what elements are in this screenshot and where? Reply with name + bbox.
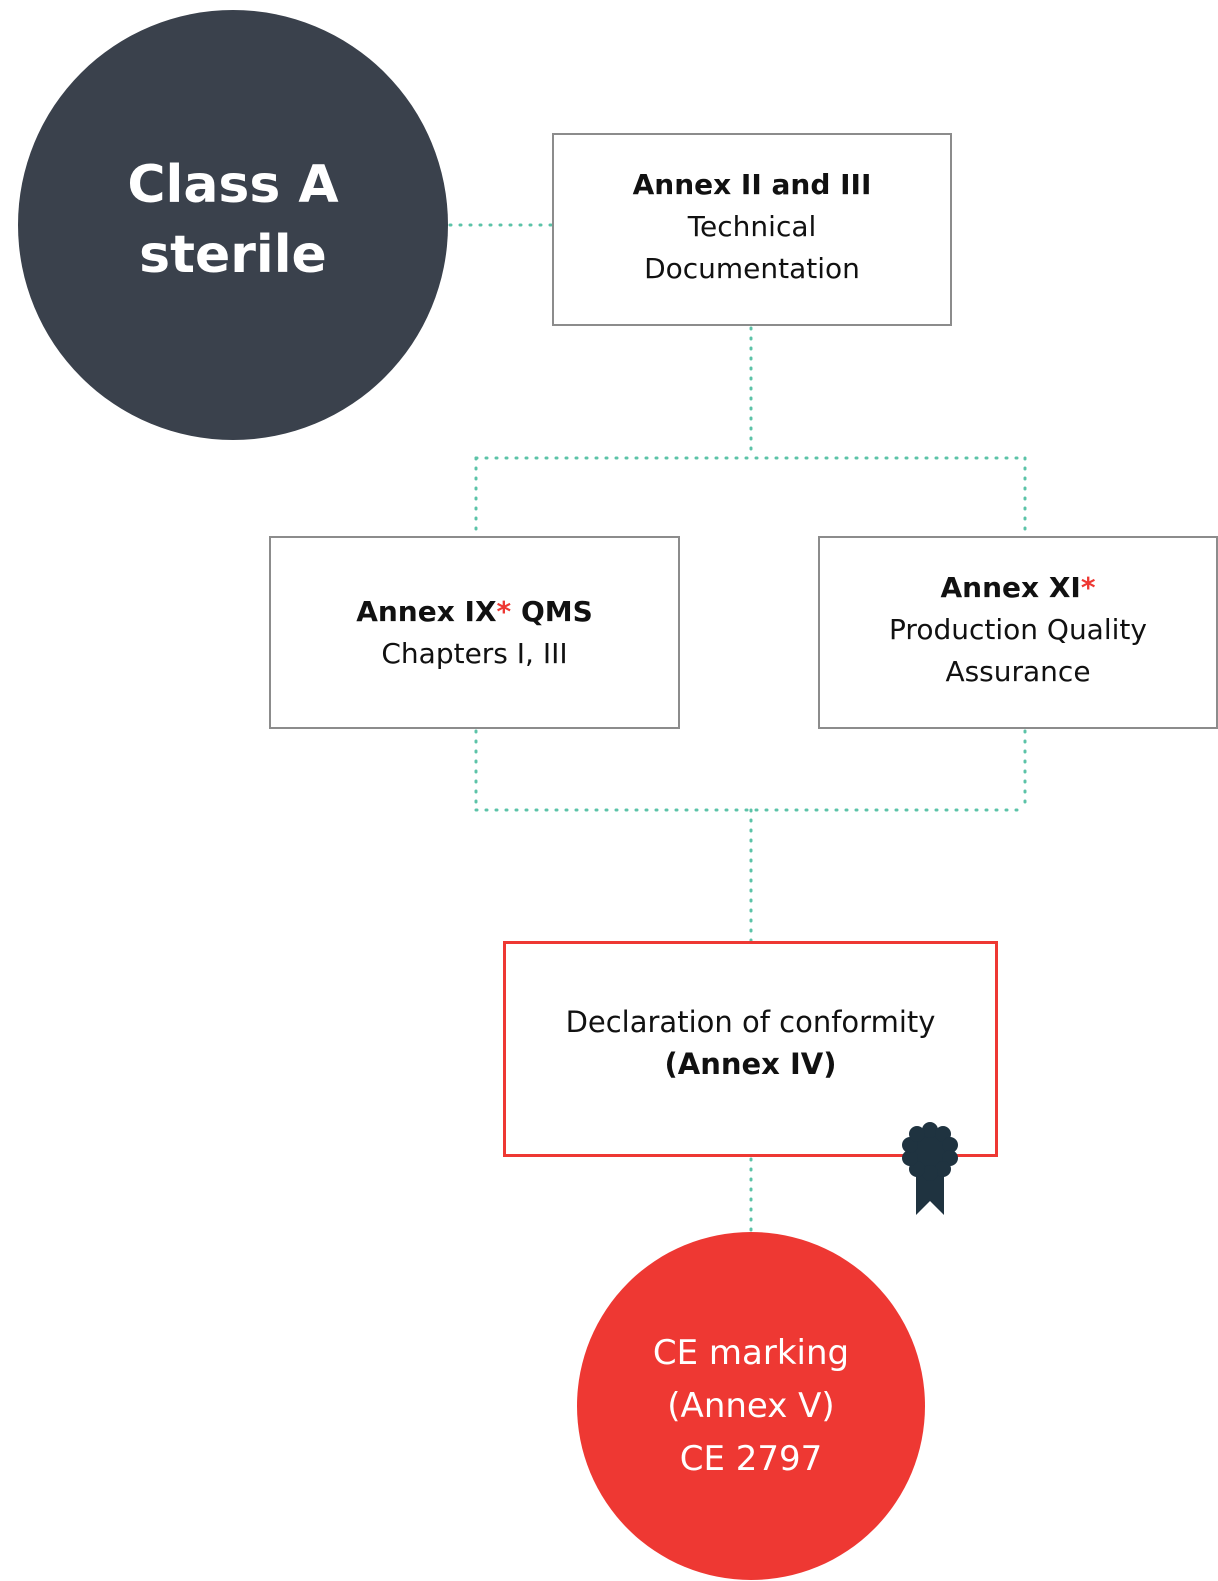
declaration-box-annex: (Annex IV) [664,1047,837,1081]
qms-box-title: Annex IX* QMS [356,591,593,633]
technical-box-line2: Technical [687,209,817,243]
technical-box-line3: Documentation [644,251,860,285]
class-circle-line1: Class A [127,155,339,215]
pqa-box-line2: Production Quality [889,612,1147,646]
class-circle-line2: sterile [139,225,327,285]
qms-title-part1: Annex IX [356,594,497,628]
qms-title-part2: QMS [511,594,593,628]
ce-marking-circle: CE marking (Annex V) CE 2797 [577,1232,925,1580]
pqa-box-line3: Assurance [945,654,1091,688]
technical-box-title: Annex II and III [632,167,872,201]
pqa-title-part1: Annex XI [940,570,1081,604]
qms-box: Annex IX* QMS Chapters I, III [269,536,680,729]
ce-circle-line1: CE marking [652,1332,850,1373]
qms-asterisk: * [496,594,512,628]
qms-box-line2: Chapters I, III [381,636,568,670]
declaration-box-line1: Declaration of conformity [565,1005,936,1039]
pqa-box-title: Annex XI* [941,567,1096,609]
technical-documentation-box: Annex II and III Technical Documentation [552,133,952,326]
award-ribbon-icon [902,1122,958,1215]
class-circle: Class A sterile [18,10,448,440]
ce-circle-line3: CE 2797 [679,1438,823,1479]
declaration-of-conformity-box: Declaration of conformity (Annex IV) [503,941,998,1157]
ce-circle-line2: (Annex V) [667,1385,835,1426]
pqa-asterisk: * [1080,570,1096,604]
production-quality-assurance-box: Annex XI* Production Quality Assurance [818,536,1218,729]
